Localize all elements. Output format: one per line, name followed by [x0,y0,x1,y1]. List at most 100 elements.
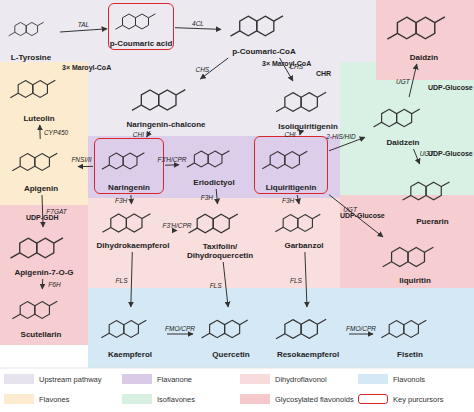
substituent-bond [403,195,411,200]
pathway-arrow [216,189,217,204]
pathway-arrow [414,149,420,164]
pathway-arrow [305,252,307,307]
substituent-bond [11,253,20,258]
ring-bond [411,182,426,200]
enzyme-label: UGT [420,149,434,156]
cofactor-label: UDP-GDH [26,214,59,221]
compound-name: Liquiritigenin [266,183,317,193]
compound-name: Luteolin [23,114,54,124]
cofactor-label: 3× Maroyl-CoA [262,60,311,67]
molecule-structure [109,4,173,39]
cofactor-label: UDP-Glucose [428,150,473,157]
legend-text: Flavonols [393,375,425,384]
legend-item: Glycosylated flavonoids [240,394,354,404]
substituent-bond [132,105,141,110]
substituent-bond [229,214,238,219]
compound-node: Apigenin-7-O-G [2,228,86,278]
legend-divider [0,368,474,369]
enzyme-label: F3'H/CPR [162,221,191,228]
legend-text: Flavones [39,395,69,404]
substituent-bond [276,107,285,112]
legend-item: Flavonols [358,374,425,384]
compound-name: Apigenin-7-O-G [14,268,73,278]
compound-name: Kaempferol [108,350,152,360]
pathway-arrow [60,29,107,32]
flavanone-band [88,136,340,198]
molecule-structure [3,64,75,114]
key-precursor-box: p-Coumaric acid [108,3,174,50]
compound-node: Taxifolin/ Dihydroquercetin [178,205,262,261]
substituent-bond [10,93,18,98]
substituent-bond [202,333,210,338]
compound-name: liquiritin [399,276,431,286]
compound-name: Eriodictyol [193,178,234,188]
compound-name: p-Coumaric-CoA [232,47,296,57]
molecule-structure [268,82,348,122]
ring-bond [213,214,229,233]
glycosylated-band [0,205,88,345]
legend-item: Upstream pathway [4,374,102,384]
upstream-band [88,62,340,136]
substituent-bond [240,320,248,325]
key-precursor-box: Naringenin [94,138,164,194]
enzyme-label: FNSI/II [71,156,91,163]
ring-bond [285,320,301,339]
legend-item: Isoflavones [122,394,195,404]
substituent-bond [441,182,449,187]
compound-name: Dihydrokaempferol [97,241,170,251]
substituent-bond [176,90,185,95]
compound-name: Quercetin [212,350,249,360]
ring-bond [111,214,127,232]
flavonols-band [88,288,474,368]
pathway-arrow [78,166,93,167]
substituent-bond [187,163,194,167]
substituent-bond [276,334,285,339]
molecule-structure [395,165,470,217]
substituent-bond [101,333,109,338]
pathway-arrow [42,279,43,289]
ring-bond [257,16,274,36]
legend-outline-sample [358,394,388,404]
substituent-bond [231,31,240,36]
compound-node: Quercetin [194,308,268,360]
pathway-arrow [130,195,132,204]
substituent-bond [312,214,320,219]
legend-text: Glycosylated flavonoids [275,395,354,404]
legend-text: Flavanone [157,375,192,384]
isoflavones-band [340,62,474,195]
pathway-arrow [175,28,221,30]
substituent-bond [317,92,326,97]
ring-bond [285,93,301,112]
enzyme-label: UGT [396,77,410,84]
legend-swatch [4,374,34,384]
cofactor-label: UDP-Glucose [340,212,385,219]
molecule-structure [222,5,306,47]
ring-bond [197,214,213,233]
enzyme-label: CHI [133,131,144,138]
molecule-structure [268,205,340,241]
compound-node: Daidzein [366,98,440,148]
compound-name: Naringenin [108,183,150,193]
substituent-bond [299,151,307,156]
ring-bond [15,22,26,35]
ring-bond [397,17,416,39]
enzyme-label: F3H [282,196,294,203]
ring-bond [210,320,225,337]
compound-name: Daidzein [387,138,420,148]
ring-bond [301,93,317,112]
enzyme-label: F3H [115,196,127,203]
molecule-structure [374,308,446,350]
compound-node: Resokaempferol [268,308,348,360]
substituent-bond [374,122,382,127]
molecule-structure [194,308,268,350]
legend-item: Key purcursors [358,394,443,404]
compound-node: Puerarin [395,165,470,227]
substituent-bond [222,151,229,155]
ring-bond [389,321,404,338]
pathway-arrow [167,334,193,335]
pathway-arrow [297,195,299,204]
molecule-structure [378,3,470,53]
compound-name: Apigenin [24,184,58,194]
ring-bond [301,320,317,339]
